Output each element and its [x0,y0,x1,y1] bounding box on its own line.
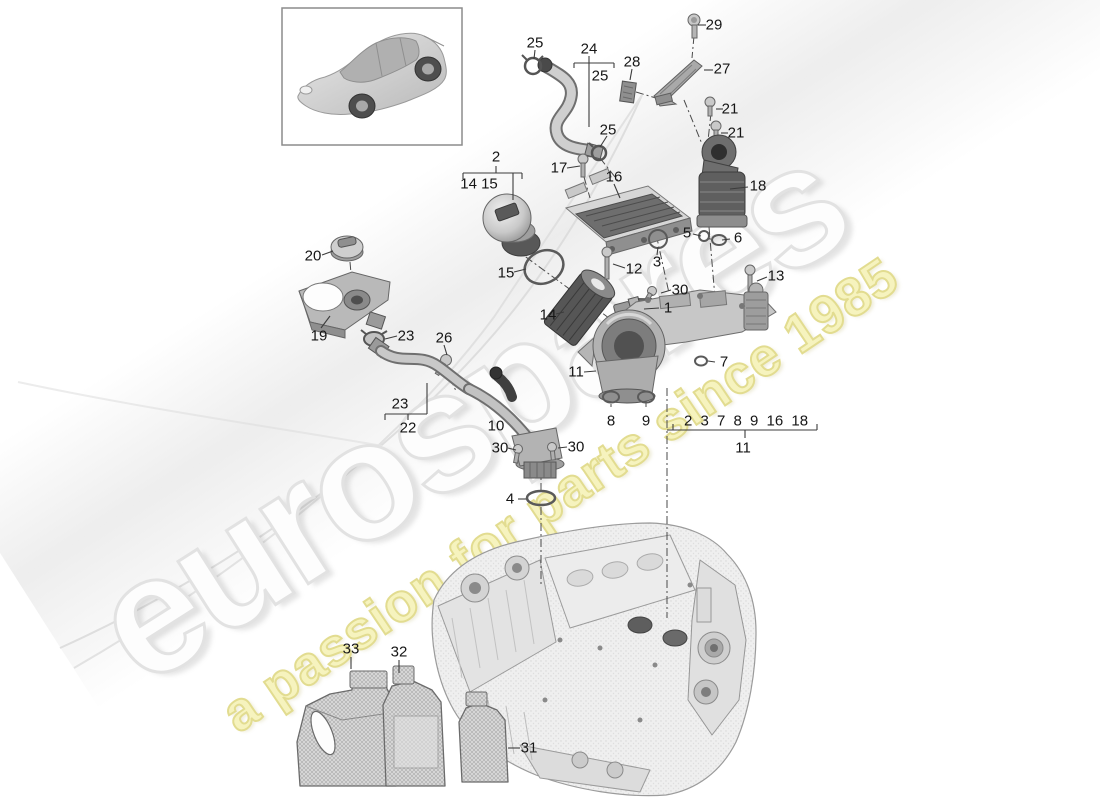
part-bolt-29 [687,13,701,39]
part-label-3: 3 [652,253,662,271]
part-screw-13 [744,264,756,294]
group-brackets [384,56,818,438]
part-label-25: 25 [599,121,617,139]
part-filler-funnel-19 [298,271,391,339]
part-label-33: 33 [342,640,360,658]
part-label-18: 18 [749,177,767,195]
part-label-19: 19 [310,327,328,345]
part-label-4: 4 [505,490,515,508]
part-filler-hose-22 [367,336,475,395]
part-label-14-15: 14 15 [460,175,498,193]
car-illustration [281,7,463,146]
part-label-11: 11 [735,439,751,457]
part-label-20: 20 [304,247,322,265]
part-label-25: 25 [526,34,544,52]
part-label-25: 25 [591,67,609,85]
part-label-5: 5 [682,224,692,242]
part-label-23: 23 [397,327,415,345]
part-label-10: 10 [487,417,505,435]
part-label-23: 23 [391,395,409,413]
part-oring-4 [525,489,557,507]
part-filler-cap-20 [330,235,364,262]
part-clamp-25a [521,54,544,76]
part-filter-element-14 [543,269,616,346]
part-label-31: 31 [520,739,538,757]
part-seal-28 [619,80,637,104]
part-label-15: 15 [497,264,515,282]
engine-block-illustration [431,522,757,797]
part-label-28: 28 [623,53,641,71]
part-label-24: 24 [580,40,598,58]
oil-bottle-1l [382,665,446,787]
part-label-6: 6 [733,229,743,247]
part-label-13: 13 [767,267,785,285]
part-label-9: 9 [641,412,651,430]
part-screw-30-right [547,442,557,461]
part-oring-8 [602,390,620,404]
part-air-duct-18 [696,134,748,228]
part-label-12: 12 [625,260,643,278]
part-filter-housing-11 [577,282,777,404]
part-label-30: 30 [567,438,585,456]
part-bolt-21b [710,120,722,140]
oil-jug-5l [296,670,397,787]
part-label-27: 27 [713,60,731,78]
part-label-7: 7 [719,353,729,371]
part-label-30: 30 [491,439,509,457]
part-filler-neck-10 [463,366,565,479]
part-bracket-27 [653,59,703,107]
part-label-11: 11 [568,363,584,381]
part-oring-15 [523,248,565,286]
part-label-29: 29 [705,16,723,34]
part-clamp-25b [588,142,608,162]
part-filter-cap-2 [482,193,541,257]
part-label-32: 32 [390,643,408,661]
part-screw-30-left [513,444,523,464]
part-screw-17 [577,153,589,178]
part-label-26: 26 [435,329,453,347]
part-bolt-21a [704,96,716,117]
part-screw-12 [601,246,613,280]
leader-lines [320,24,768,749]
part-label-14: 14 [539,306,557,324]
part-label-17: 17 [550,159,568,177]
part-oring-9 [637,390,655,404]
part-label-2: 2 [491,148,501,166]
oil-bottle-small [458,691,509,783]
part-label-21: 21 [727,124,745,142]
part-label-2-3-7-8-9-16-18: 2 3 7 8 9 16 18 [683,412,809,430]
part-label-1: 1 [663,299,673,317]
part-label-8: 8 [606,412,616,430]
part-label-21: 21 [721,100,739,118]
part-label-22: 22 [399,419,417,437]
part-label-16: 16 [605,168,623,186]
part-oring-7 [694,355,708,367]
part-label-30: 30 [671,281,689,299]
